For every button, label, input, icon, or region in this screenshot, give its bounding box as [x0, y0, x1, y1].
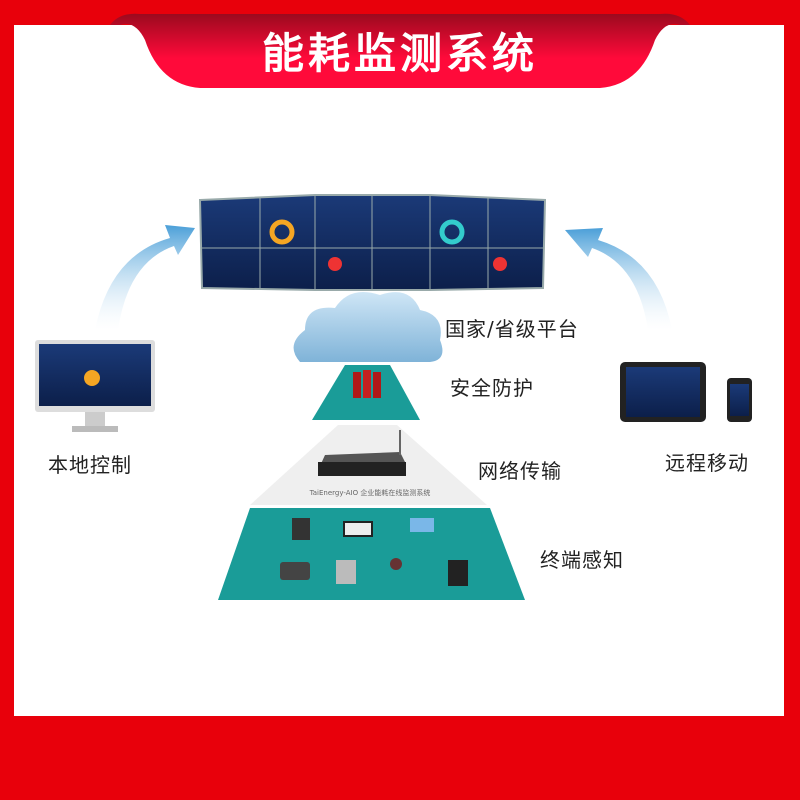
tablet-icon — [620, 362, 706, 422]
desktop-monitor-icon — [35, 340, 155, 432]
right-arrow-icon — [565, 228, 672, 330]
page-title: 能耗监测系统 — [261, 29, 538, 78]
remote-mobile-label: 远程移动 — [665, 451, 749, 475]
layer-label-platform: 国家/省级平台 — [445, 317, 579, 341]
left-arrow-icon — [95, 225, 195, 330]
layer-label-network: 网络传输 — [478, 459, 562, 483]
device-label: TaiEnergy-AIO 企业能耗在线监测系统 — [309, 489, 431, 497]
sensor-devices-icon — [280, 518, 468, 586]
video-wall-icon — [198, 194, 547, 291]
phone-icon — [727, 378, 752, 422]
cloud-icon — [293, 291, 443, 362]
layer-label-sensing: 终端感知 — [540, 548, 624, 572]
title-banner — [110, 13, 690, 88]
gateway-server-icon — [318, 430, 406, 476]
layer-label-security: 安全防护 — [450, 376, 534, 400]
local-control-label: 本地控制 — [48, 453, 132, 477]
firewall-icon — [353, 370, 381, 398]
